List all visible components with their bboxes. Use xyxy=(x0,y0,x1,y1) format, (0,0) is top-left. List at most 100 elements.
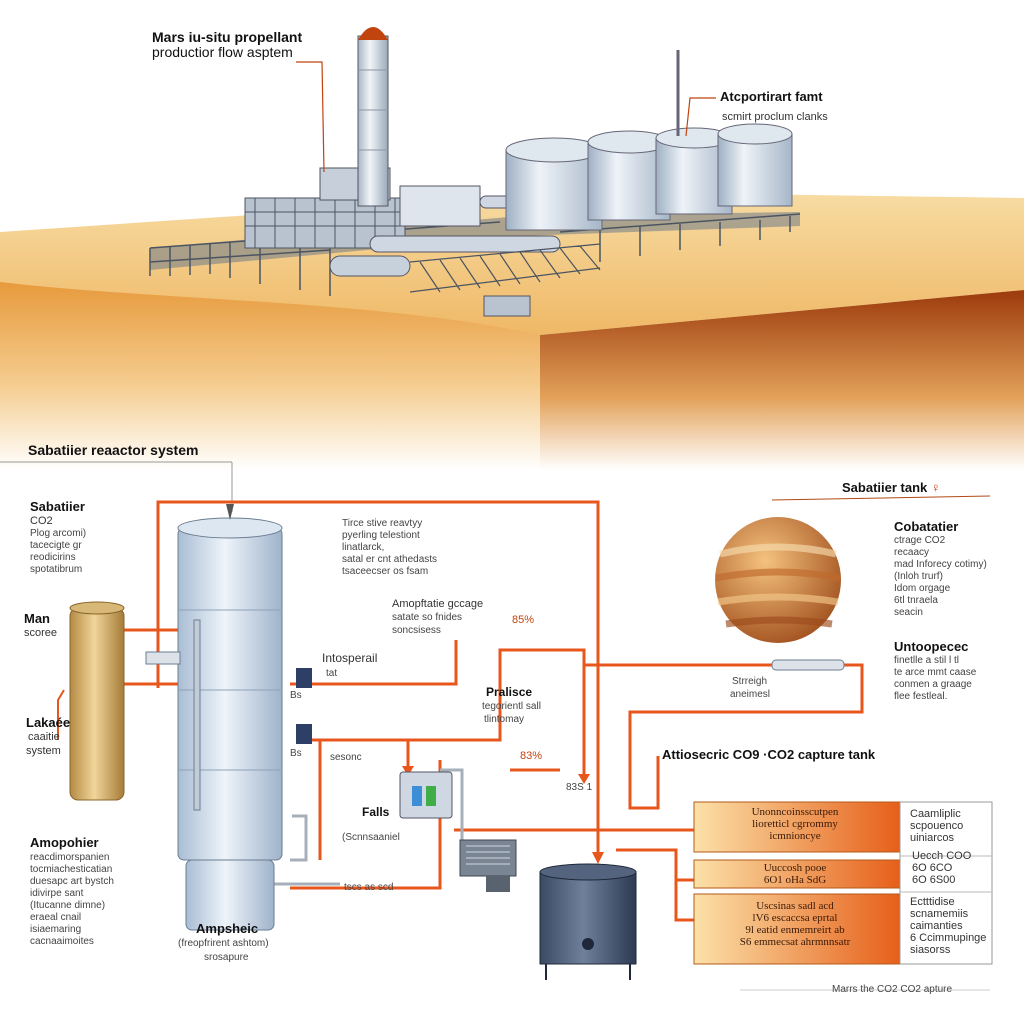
sabatier-header: Sabatiier reaactor system xyxy=(28,442,199,458)
capture-side-line: caimanties xyxy=(910,920,963,932)
b1-label: Bs xyxy=(290,690,302,701)
amo-line: isiaemaring xyxy=(30,924,82,935)
capture-side-line: Caamliplic xyxy=(910,808,961,820)
unto-line: finetlle a stil l tl xyxy=(894,655,960,666)
paren-label: (Scnnsaaniel xyxy=(342,832,400,843)
amp-title: Amopftatie gccage xyxy=(392,598,484,610)
pct-85: 85% xyxy=(512,614,535,626)
amp-line-2: soncsisess xyxy=(392,625,441,636)
sab-title: Sabatiier xyxy=(30,499,85,514)
unto-line: flee festleal. xyxy=(894,691,948,702)
capture-row-1: Unonncoinsscutpen lioretticl cgrrommy ic… xyxy=(700,806,890,842)
co-line: 6tl tnraela xyxy=(894,595,938,606)
amo-desc: reacdimorspanien tocmiachesticatian dues… xyxy=(30,852,114,948)
praliso-line-2: tlintomay xyxy=(484,714,525,725)
capture-side-line: Ectttidise xyxy=(910,896,955,908)
pct-83: 83% xyxy=(520,750,543,762)
sab-line: spotatibrum xyxy=(30,564,83,575)
lake-title: Lakaée xyxy=(26,715,71,730)
capture-side-line: Uecch COO xyxy=(912,850,972,862)
ports-label: 83S 1 xyxy=(566,782,593,793)
capture-side-3: Ectttidise scnamemiis caimanties 6 Ccimm… xyxy=(910,896,986,956)
plant-scene xyxy=(0,27,1024,470)
pipe-readout-2: aneimesl xyxy=(730,689,771,700)
co-line: ctrage CO2 xyxy=(894,535,946,546)
capture-row-2-line: 6O1 oHa SdG xyxy=(763,874,827,886)
plant-title: Mars iu-situ propellant productior flow … xyxy=(152,30,302,60)
co-desc: ctrage CO2 recaacy mad Inforecy cotimy) … xyxy=(894,535,987,619)
center-line: satal er cnt athedasts xyxy=(342,554,438,565)
capture-side-1: Caamliplic scpouenco uiniarcos xyxy=(910,808,963,844)
bottom-pipe-label: tscs as scd xyxy=(344,882,394,893)
capture-row-1-line: icmnioncye xyxy=(769,830,821,842)
lake-sys: system xyxy=(26,745,61,757)
capture-footer: Marrs the CO2 CO2 apture xyxy=(832,984,953,995)
co-line: mad Inforecy cotimy) xyxy=(894,559,987,570)
capture-side-line: 6 Ccimmupinge xyxy=(910,932,987,944)
capture-row-3-line: 9l eatid enmemreirt ab xyxy=(745,924,845,936)
amo-line: idivirpe sant xyxy=(30,888,84,899)
amo-line: tocmiachesticatian xyxy=(30,864,113,875)
plant-title-line-2: productior flow asptem xyxy=(152,44,293,60)
lake-sub: caaitie xyxy=(28,731,60,743)
co-line: recaacy xyxy=(894,547,930,558)
center-block: Tirce stive reavtyy pyerling telestiont … xyxy=(342,518,437,578)
sab-line: reodicirins xyxy=(30,552,76,563)
unto-line: conmen a graage xyxy=(894,679,972,690)
plant-right-sub: scmirt proclum clanks xyxy=(722,111,828,123)
capture-row-2: Uuccosh pooe 6O1 oHa SdG xyxy=(700,862,890,886)
capture-side-2: Uecch COO 6O 6CO 6O 6S00 xyxy=(912,850,971,886)
sphere-title: Sabatiier tank ♀ xyxy=(842,481,941,494)
capture-row-3-line: Uscsinas sadl acd xyxy=(756,900,834,912)
sab-line: Plog arcomi) xyxy=(30,528,87,539)
amo-title: Amopohier xyxy=(30,835,99,850)
falls-label: Falls xyxy=(362,805,390,819)
amo-line: duesapc art bystch xyxy=(30,876,114,887)
capture-row-3-line: S6 emmecsat ahrmnnsatr xyxy=(739,936,851,948)
amo-line: reacdimorspanien xyxy=(30,852,110,863)
b2-label: Bs xyxy=(290,748,302,759)
center-line: Tirce stive reavtyy xyxy=(342,518,423,529)
sab-line: tacecigte gr xyxy=(30,540,82,551)
unto-title: Untoopecec xyxy=(894,639,969,654)
praliso-line-1: tegorientl sall xyxy=(482,701,541,712)
capture-side-line: scnamemiis xyxy=(910,908,969,920)
plant-title-line-1: Mars iu-situ propellant xyxy=(152,29,303,45)
center-line: linatlarck, xyxy=(342,542,385,553)
pipe-readout-1: Strreigh xyxy=(732,676,768,687)
capture-row-1-line: lioretticl cgrrommy xyxy=(752,818,838,830)
sphere-title-text: Sabatiier tank xyxy=(842,480,928,495)
sab-co2: CO2 xyxy=(30,515,53,527)
praliso-label: Pralisce xyxy=(486,685,533,699)
unto-desc: finetlle a stil l tl te arce mmt caase c… xyxy=(894,655,976,703)
capture-side-line: siasorss xyxy=(910,944,951,956)
intos-sub: tat xyxy=(326,668,338,679)
amo-line: eraeal cnail xyxy=(30,912,82,923)
intos-label: Intosperail xyxy=(322,651,378,665)
amo-line: cacnaaimoites xyxy=(30,936,94,947)
capture-row-3: Uscsinas sadl acd lV6 escaccsa eprtal 9l… xyxy=(700,900,890,948)
amp-line-1: satate so fnides xyxy=(392,612,463,623)
capture-row-3-line: lV6 escaccsa eprtal xyxy=(752,912,838,924)
capture-side-line: uiniarcos xyxy=(910,832,955,844)
man-title: Man xyxy=(24,611,50,626)
sab-desc: Plog arcomi) tacecigte gr reodicirins sp… xyxy=(30,528,86,576)
reactor-caption-line-1: (freopfrirent ashtom) xyxy=(178,938,269,949)
capture-title: Attiosecric CO9 ·CO2 capture tank xyxy=(662,747,876,762)
co-line: Idom orgage xyxy=(894,583,951,594)
capture-row-1-line: Unonncoinsscutpen xyxy=(751,806,839,818)
amo-line: (Itucanne dimne) xyxy=(30,900,106,911)
venus-icon: ♀ xyxy=(930,480,941,495)
capture-side-line: 6O 6S00 xyxy=(912,874,956,886)
co-title: Cobatatier xyxy=(894,519,959,534)
plant-right-title: Atcportirart famt xyxy=(720,89,823,104)
man-sub: scoree xyxy=(24,627,58,639)
reactor-caption-title: Amрsheic xyxy=(196,921,259,936)
capture-row-2-line: Uuccosh pooe xyxy=(763,862,827,874)
co-line: (Inloh trurf) xyxy=(894,571,943,582)
sesonc-label: sesonc xyxy=(330,752,362,763)
center-line: pyerling telestiont xyxy=(342,530,420,541)
reactor-caption-line-2: srosapure xyxy=(204,952,249,963)
center-line: tsaceecser os fsam xyxy=(342,566,429,577)
capture-side-line: scpouenco xyxy=(910,820,964,832)
